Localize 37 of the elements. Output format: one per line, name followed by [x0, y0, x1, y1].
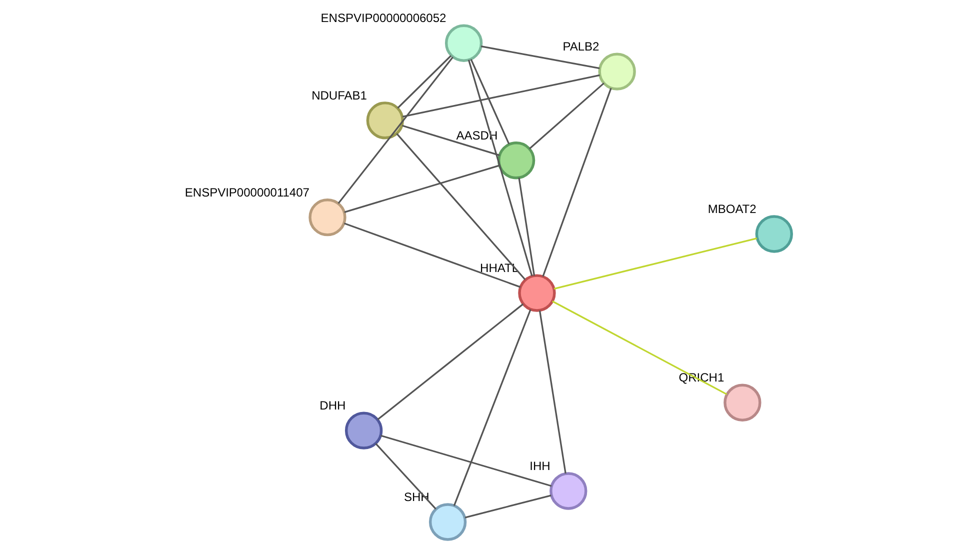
connector: [553, 238, 757, 290]
connector: [402, 74, 600, 118]
node-circle: [308, 198, 346, 236]
node-label: PALB2: [562, 40, 599, 54]
connector: [396, 55, 452, 109]
connector: [380, 434, 552, 487]
connector: [376, 303, 524, 420]
connector: [480, 46, 600, 70]
connector: [337, 56, 453, 204]
connector: [552, 300, 727, 396]
connector: [538, 310, 566, 474]
node-circle: [496, 142, 535, 180]
node-circle: [754, 215, 792, 253]
node-circle: [444, 24, 482, 62]
node-circle: [723, 384, 761, 422]
connector: [467, 60, 532, 276]
node-label: IHH: [529, 459, 550, 474]
connector: [396, 133, 526, 280]
node-label: NDUFAB1: [311, 88, 366, 102]
node-label: MBOAT2: [707, 202, 756, 216]
connector: [464, 494, 551, 518]
node-circle: [598, 52, 636, 90]
node-label: ENSPVIP00000006052: [320, 11, 446, 26]
node-circle: [518, 274, 556, 312]
connector: [344, 164, 500, 213]
node-circle: [428, 503, 466, 541]
node-label: ENSPVIP00000011407: [184, 185, 309, 200]
connector: [528, 82, 604, 150]
node-label: DHH: [319, 398, 346, 413]
connector: [374, 443, 436, 510]
connector: [344, 222, 520, 288]
connector: [518, 178, 535, 276]
connector: [542, 88, 612, 277]
node-circle: [344, 412, 382, 450]
node-circle: [549, 472, 587, 510]
node-circle: [366, 102, 404, 140]
connector: [452, 309, 531, 506]
